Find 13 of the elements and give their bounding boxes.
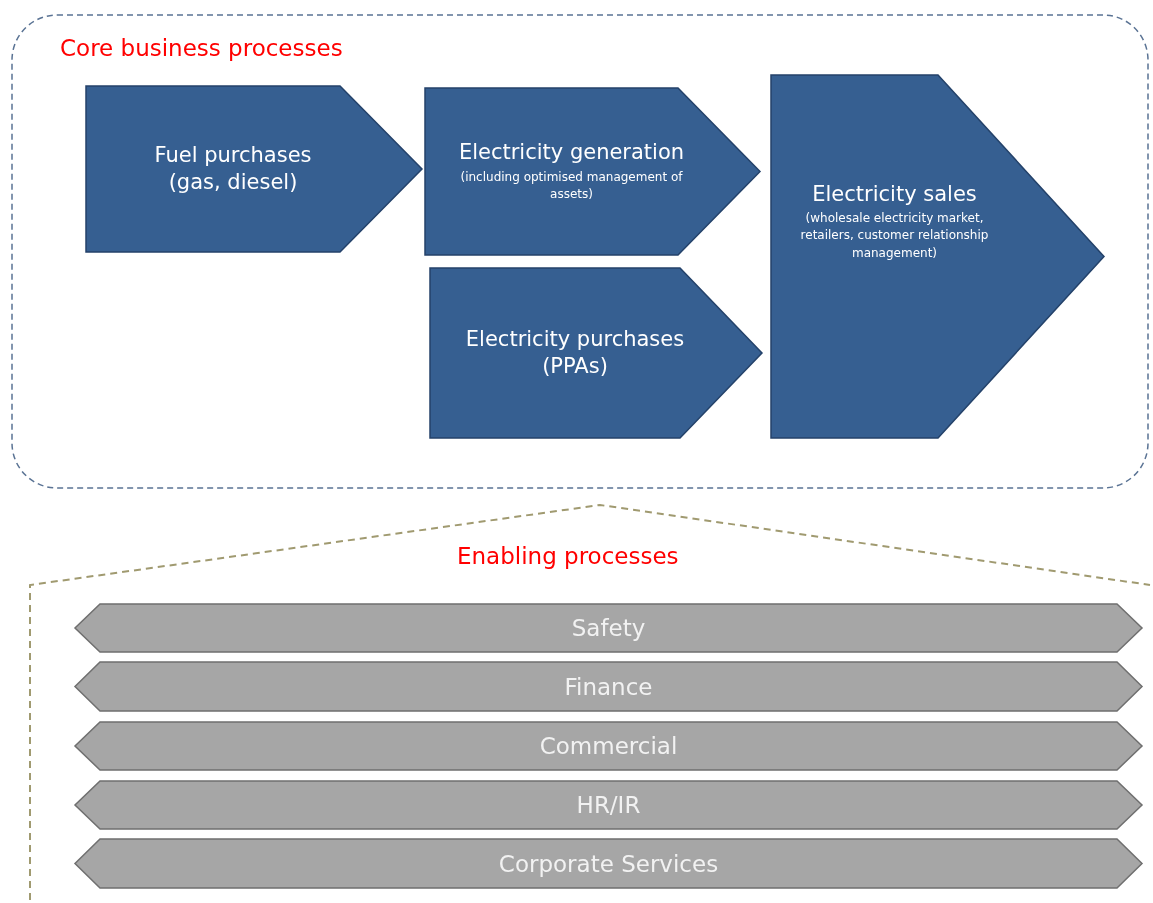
process-note: (wholesale electricity market, retailers, customer relationship management) [799,210,990,262]
process-title: Electricity sales [812,180,977,208]
band-label: Commercial [539,733,678,759]
process-note: (including optimised management of assets) [459,168,684,204]
section-heading: Core business processes [60,35,343,61]
band-label: Finance [564,673,653,700]
band-label: HR/IR [576,792,641,818]
process-title: Electricity generation [458,139,685,167]
process-title: Fuel purchases (gas, diesel) [153,141,313,196]
band-label: Safety [571,615,646,641]
band-label: Corporate Services [498,850,719,877]
process-title: Electricity purchases (PPAs) [464,325,686,380]
section-heading: Enabling processes [457,543,679,569]
